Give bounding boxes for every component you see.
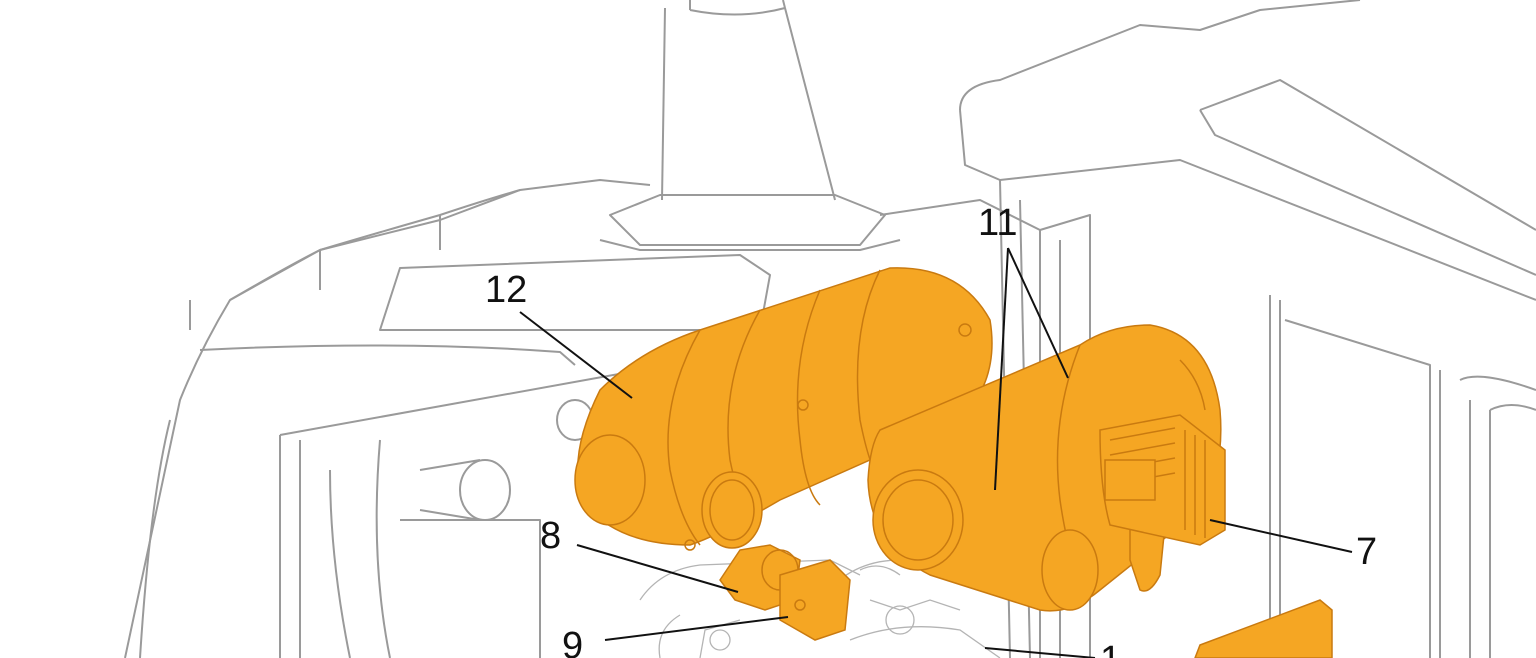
component-7-ecu-module (1099, 414, 1226, 546)
leader-7 (1209, 519, 1353, 553)
leader-11a (1007, 247, 1069, 379)
component-12-muffler (574, 267, 993, 551)
component-lower-housing (1194, 599, 1333, 658)
leader-9 (604, 616, 789, 641)
leader-8 (576, 544, 739, 593)
callout-12: 12 (485, 269, 527, 311)
callout-11: 11 (978, 202, 1017, 244)
leader-12 (519, 311, 633, 399)
leader-11b (994, 247, 1009, 491)
callout-8: 8 (540, 515, 561, 557)
component-9-bracket (779, 559, 851, 641)
leader-lines (519, 247, 1353, 658)
component-11-air-cleaner (867, 324, 1222, 612)
callout-7: 7 (1356, 531, 1377, 573)
leader-1 (984, 647, 1096, 658)
callout-1: 1 (1100, 639, 1121, 658)
callout-9: 9 (562, 625, 583, 658)
